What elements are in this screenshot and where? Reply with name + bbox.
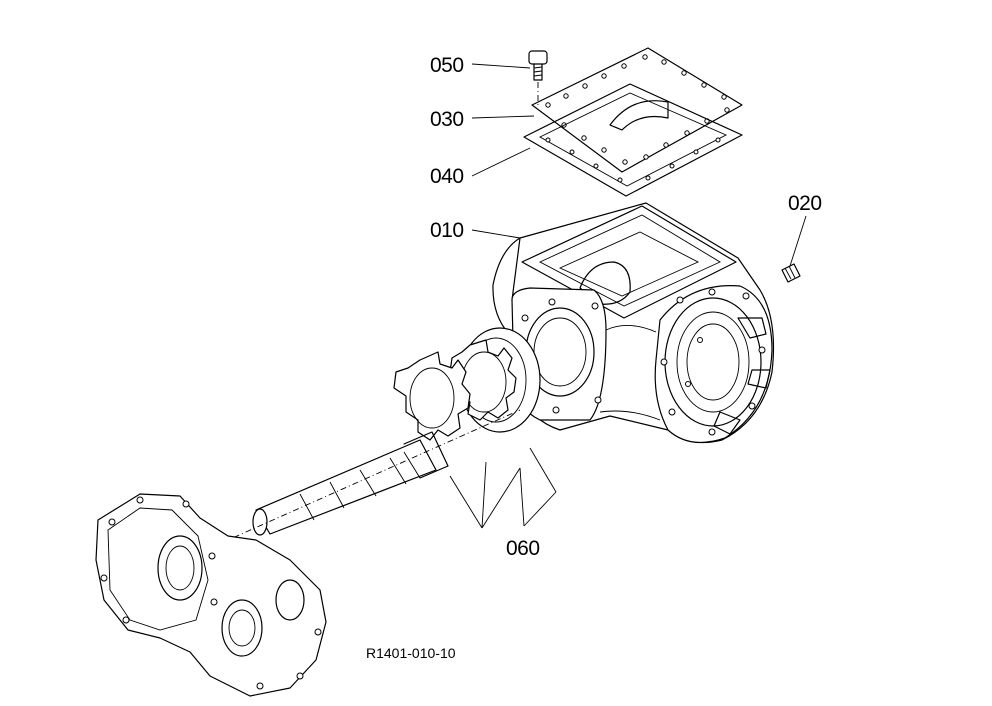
reference-code: R1401-010-10 — [366, 645, 456, 661]
friction-plates-060 — [393, 327, 557, 529]
callout-020: 020 — [788, 192, 822, 215]
callout-040: 040 — [430, 165, 464, 188]
plug-020 — [781, 263, 801, 283]
callout-leaders — [471, 63, 807, 267]
splined-shaft — [209, 409, 521, 549]
callout-050: 050 — [430, 54, 464, 77]
transmission-housing-010 — [492, 202, 775, 444]
cover-plate-030 — [531, 47, 743, 173]
callout-030: 030 — [430, 108, 464, 131]
callout-010: 010 — [430, 219, 464, 242]
callout-060: 060 — [506, 537, 540, 560]
bolt-050 — [528, 50, 548, 108]
gasket-040 — [523, 83, 743, 197]
front-housing — [95, 493, 327, 697]
